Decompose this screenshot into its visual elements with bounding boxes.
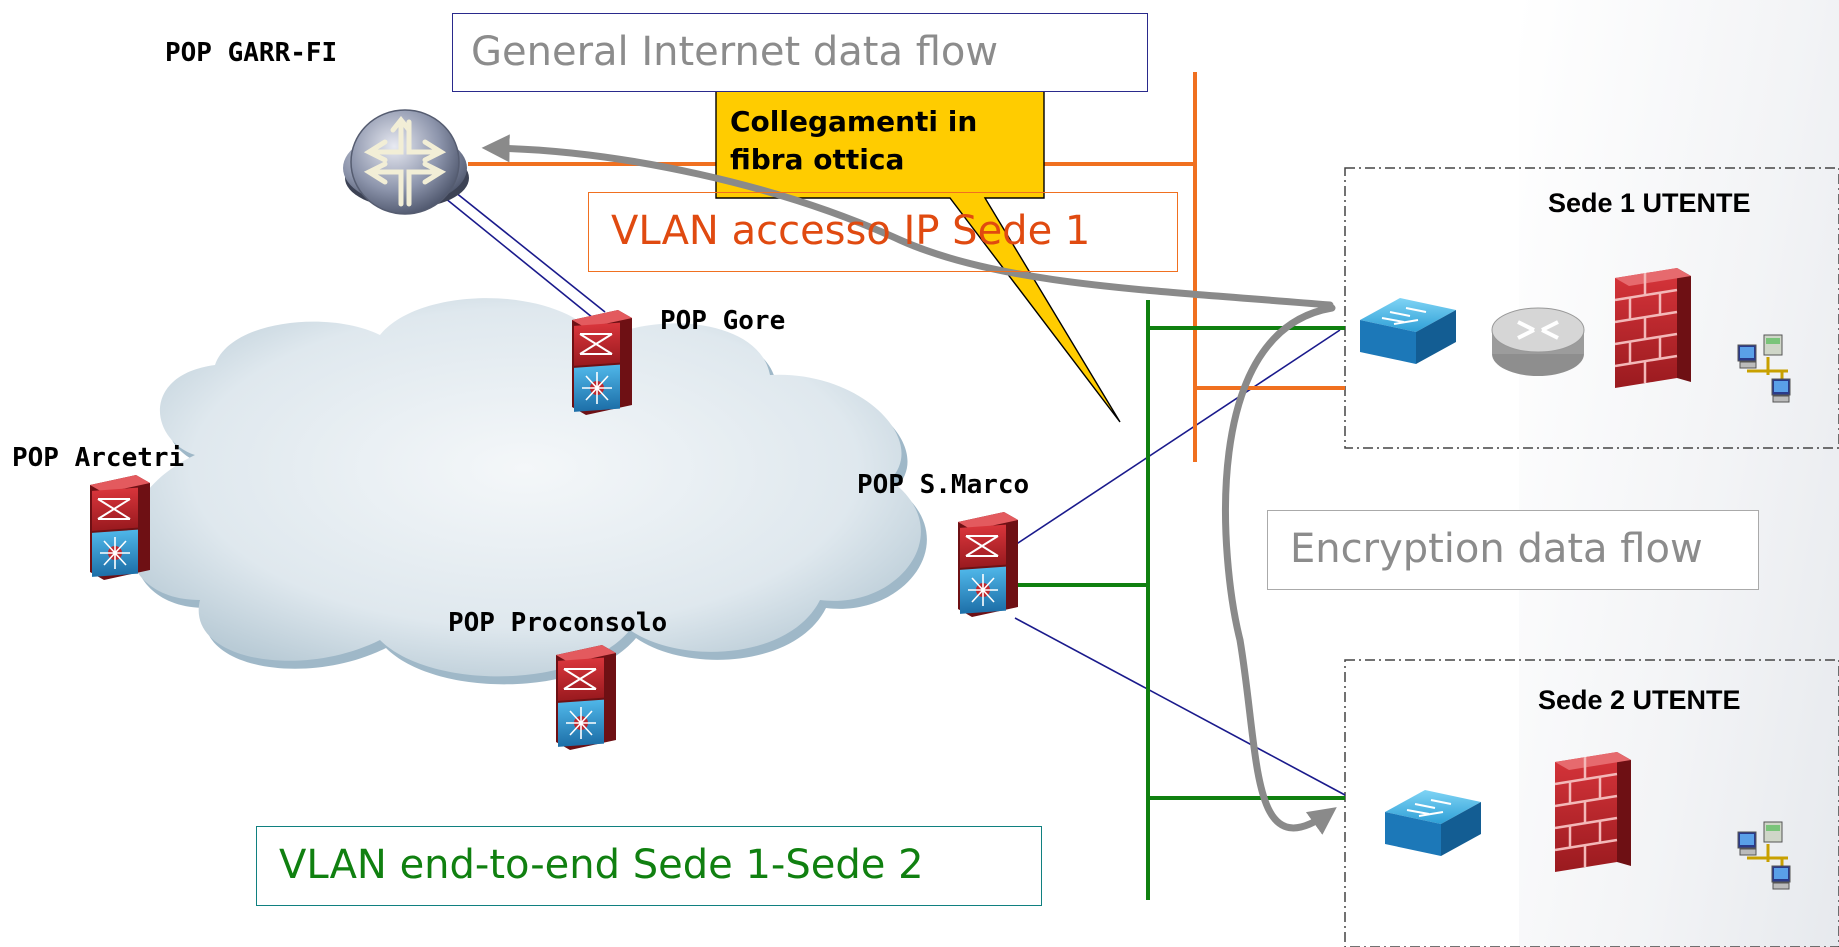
sede1-boundary [1344,167,1839,449]
pop-proconsolo-label: POP Proconsolo [448,608,668,638]
sede1-switch-icon [1359,297,1457,365]
pop-arcetri-label: POP Arcetri [12,443,185,473]
router-icon [343,109,469,215]
pop-gore-label: POP Gore [660,306,786,336]
sede1-workstation-icon [1736,333,1792,404]
sede2-label: Sede 2 UTENTE [1538,685,1741,715]
encryption-flow-box: Encryption data flow [1267,510,1759,590]
fiber-callout-text: Collegamenti in fibra ottica [730,103,977,179]
sede2-firewall-icon [1553,750,1633,874]
physical-links [444,187,1346,796]
sede1-firewall-icon [1613,266,1693,390]
pop-smarco-label: POP S.Marco [857,470,1030,500]
callout-line1: Collegamenti in [730,105,978,138]
pop-smarco-switch-icon [957,511,1019,618]
callout-line2: fibra ottica [730,143,905,176]
pop-proconsolo-switch-icon [555,644,617,751]
sede1-router-icon [1491,307,1585,376]
green-vlan-lines [1015,300,1345,900]
flow-arrows [481,134,1337,835]
sede1-label: Sede 1 UTENTE [1548,188,1751,218]
vlan-end-to-end-box: VLAN end-to-end Sede 1-Sede 2 [256,826,1042,906]
pop-arcetri-switch-icon [89,474,151,581]
sede2-workstation-icon [1736,820,1792,891]
pop-garr-label: POP GARR-FI [165,38,338,68]
vlan-ip-access-box: VLAN accesso IP Sede 1 [588,192,1178,272]
pop-gore-switch-icon [571,309,633,416]
fiber-callout-shape [715,87,1121,423]
sede2-boundary [1344,659,1839,947]
sede2-switch-icon [1384,789,1482,857]
metro-cloud [128,298,927,685]
general-internet-flow-box: General Internet data flow [452,13,1148,92]
